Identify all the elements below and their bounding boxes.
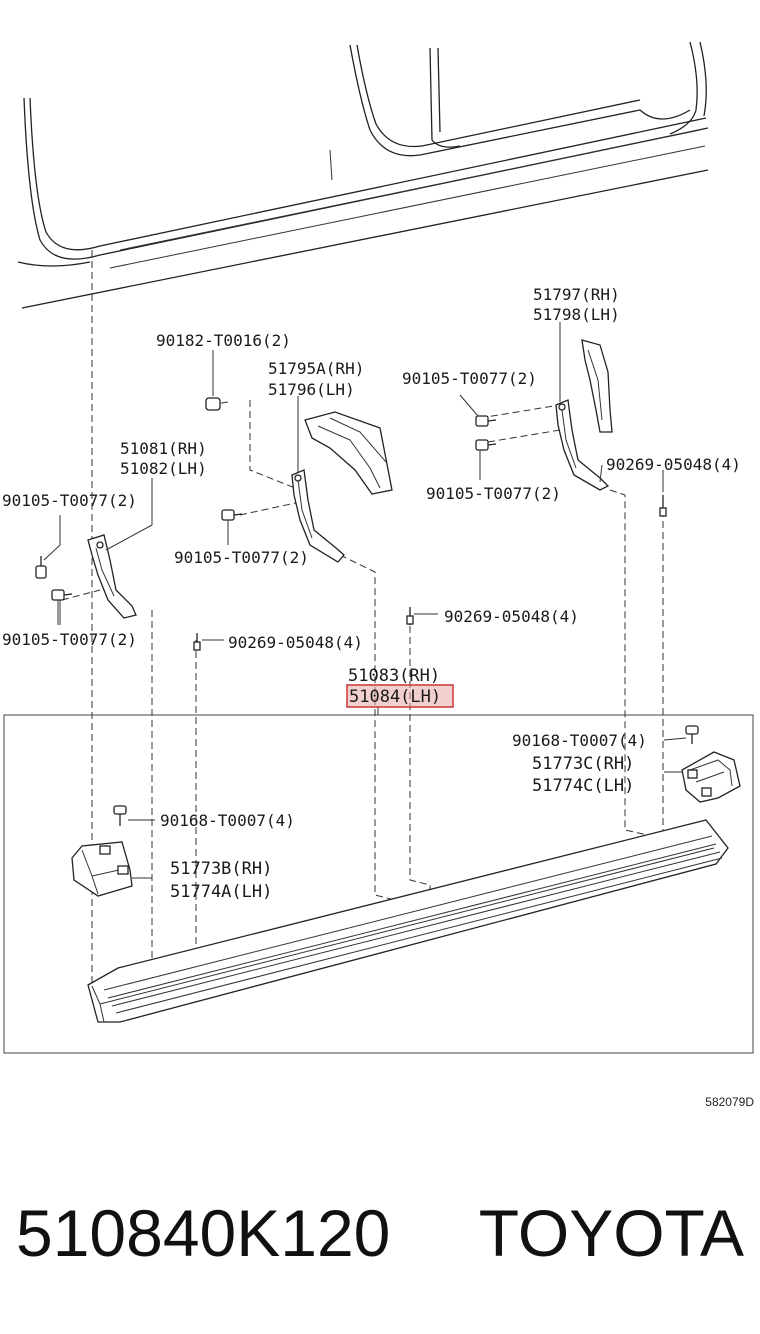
- label-51083-RH: 51083(RH): [348, 666, 440, 686]
- pillar-panel-piece: [581, 339, 613, 433]
- label-51795A-RH: 51795A(RH): [268, 359, 364, 378]
- label-90182-T0016: 90182-T0016(2): [156, 331, 291, 350]
- label-51084-LH: 51084(LH): [349, 687, 441, 707]
- label-51773B-RH: 51773B(RH): [170, 859, 272, 879]
- highlight-51084: [346, 684, 454, 708]
- bracket-51795a: [291, 469, 345, 563]
- label-90105-T0077-left-bottom: 90105-T0077(2): [2, 630, 137, 649]
- label-90168-T0007-left: 90168-T0007(4): [160, 811, 295, 830]
- bolt-90105-left-bottom: [51, 589, 73, 625]
- brand-name: TOYOTA: [479, 1196, 744, 1270]
- label-90269-05048-center: 90269-05048(4): [444, 607, 579, 626]
- part-number: 510840K120: [16, 1196, 390, 1270]
- diagram-code: 582079D: [705, 1095, 754, 1109]
- label-90168-T0007-right: 90168-T0007(4): [512, 731, 647, 750]
- clip-90269-left: [193, 633, 224, 651]
- end-cap-51773b: [71, 841, 152, 897]
- bolt-90105-center: [221, 509, 243, 545]
- running-board-51083: [87, 819, 729, 1023]
- bolt-90105-mid: [475, 439, 497, 480]
- label-51796-LH: 51796(LH): [268, 380, 355, 399]
- nut-90182: [205, 350, 221, 411]
- vehicle-body-outline: [17, 41, 709, 309]
- label-51774A-LH: 51774A(LH): [170, 882, 272, 902]
- bracket-51081: [87, 534, 137, 619]
- label-51797-RH: 51797(RH): [533, 285, 620, 304]
- label-51081-RH: 51081(RH): [120, 439, 207, 458]
- bracket-51797: [555, 399, 610, 491]
- end-cap-51773c: [664, 751, 741, 803]
- label-90269-05048-left: 90269-05048(4): [228, 633, 363, 652]
- clip-90269-center: [406, 607, 438, 625]
- screw-90168-right: [663, 725, 699, 744]
- bolt-90105-top: [459, 394, 497, 427]
- label-90269-05048-right: 90269-05048(4): [606, 455, 741, 474]
- label-51798-LH: 51798(LH): [533, 305, 620, 324]
- leader-lines: [59, 322, 603, 625]
- bolt-90105-left-top: [35, 515, 61, 579]
- label-90105-T0077-mid: 90105-T0077(2): [426, 484, 561, 503]
- label-90105-T0077-left-top: 90105-T0077(2): [2, 491, 137, 510]
- screw-90168-left: [113, 805, 155, 826]
- clip-90269-right: [659, 470, 667, 517]
- label-51774C-LH: 51774C(LH): [532, 776, 634, 796]
- label-90105-T0077-top: 90105-T0077(2): [402, 369, 537, 388]
- label-90105-T0077-center: 90105-T0077(2): [174, 548, 309, 567]
- label-51082-LH: 51082(LH): [120, 459, 207, 478]
- label-51773C-RH: 51773C(RH): [532, 754, 634, 774]
- body-panel-piece: [304, 411, 393, 495]
